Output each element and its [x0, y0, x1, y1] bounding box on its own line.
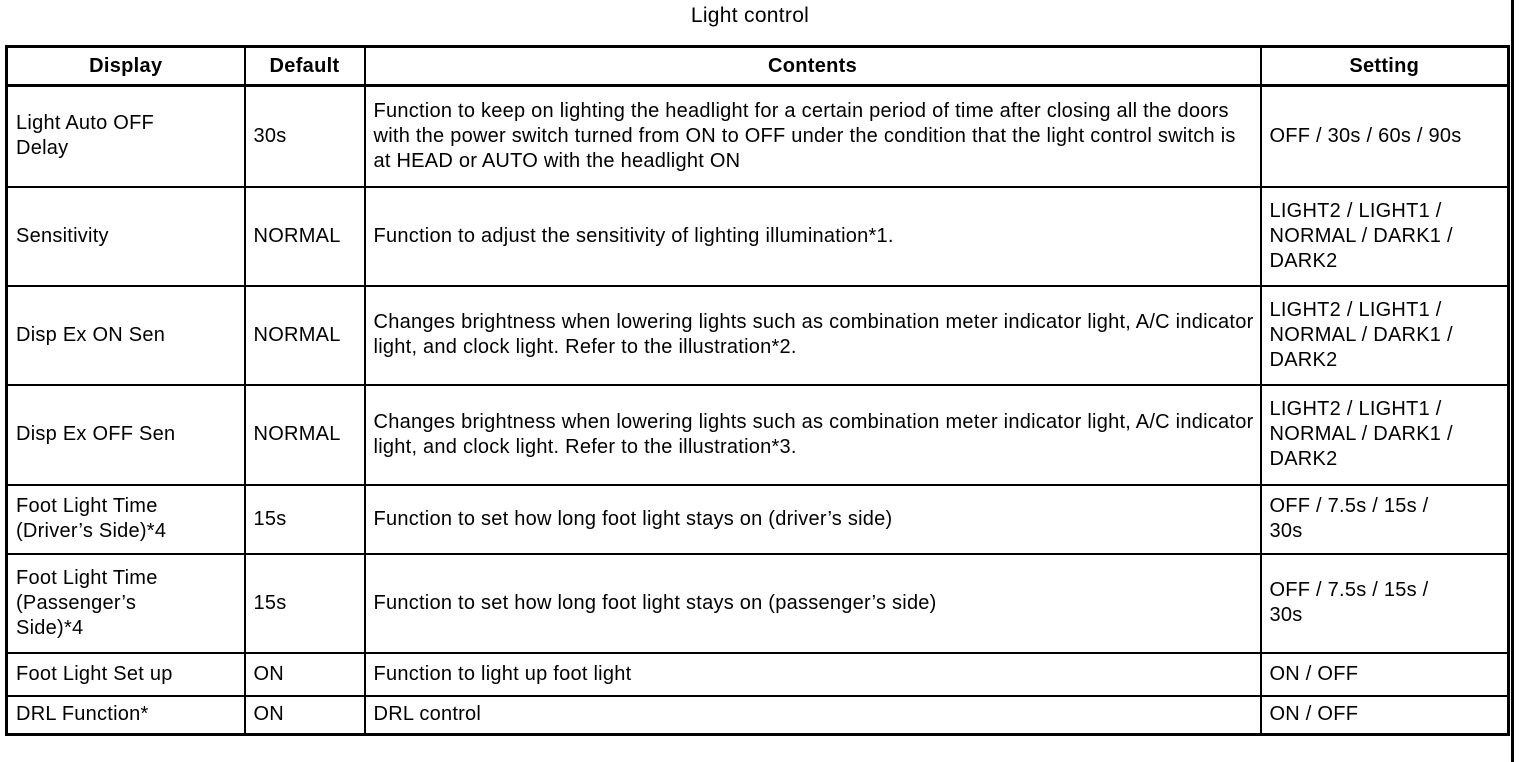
cell-default: 30s — [243, 84, 366, 188]
cell-default: 15s — [243, 552, 366, 654]
cell-default: ON — [243, 694, 366, 736]
light-control-table: Display Default Contents Setting Light A… — [5, 45, 1510, 736]
cell-display: Foot Light Time (Driver’s Side)*4 — [5, 483, 246, 555]
page-title: Light control — [690, 4, 810, 27]
column-header-contents: Contents — [363, 45, 1262, 87]
table-body: Light Auto OFF Delay 30s Function to kee… — [5, 84, 1510, 736]
cell-default: NORMAL — [243, 383, 366, 486]
table-row: Foot Light Time (Passenger’s Side)*4 15s… — [5, 552, 1510, 654]
table-row: DRL Function* ON DRL control ON / OFF — [5, 694, 1510, 736]
cell-contents: Function to keep on lighting the headlig… — [363, 84, 1262, 188]
table-row: Foot Light Time (Driver’s Side)*4 15s Fu… — [5, 483, 1510, 555]
page-right-edge-line — [1511, 0, 1514, 762]
cell-display: Foot Light Time (Passenger’s Side)*4 — [5, 552, 246, 654]
cell-setting: LIGHT2 / LIGHT1 / NORMAL / DARK1 / DARK2 — [1259, 383, 1510, 486]
cell-contents: Changes brightness when lowering lights … — [363, 284, 1262, 386]
cell-contents: Changes brightness when lowering lights … — [363, 383, 1262, 486]
table-row: Disp Ex OFF Sen NORMAL Changes brightnes… — [5, 383, 1510, 486]
column-header-default: Default — [243, 45, 366, 87]
cell-setting: ON / OFF — [1259, 651, 1510, 697]
cell-setting: OFF / 30s / 60s / 90s — [1259, 84, 1510, 188]
cell-display: Disp Ex ON Sen — [5, 284, 246, 386]
cell-setting: LIGHT2 / LIGHT1 / NORMAL / DARK1 / DARK2 — [1259, 185, 1510, 287]
cell-contents: Function to set how long foot light stay… — [363, 552, 1262, 654]
cell-setting: LIGHT2 / LIGHT1 / NORMAL / DARK1 / DARK2 — [1259, 284, 1510, 386]
cell-default: NORMAL — [243, 185, 366, 287]
table-header-row: Display Default Contents Setting — [5, 45, 1510, 87]
cell-setting: OFF / 7.5s / 15s / 30s — [1259, 483, 1510, 555]
cell-setting: ON / OFF — [1259, 694, 1510, 736]
column-header-display: Display — [5, 45, 246, 87]
cell-contents: Function to light up foot light — [363, 651, 1262, 697]
cell-display: DRL Function* — [5, 694, 246, 736]
table-row: Light Auto OFF Delay 30s Function to kee… — [5, 84, 1510, 188]
cell-display: Disp Ex OFF Sen — [5, 383, 246, 486]
cell-setting: OFF / 7.5s / 15s / 30s — [1259, 552, 1510, 654]
cell-display: Light Auto OFF Delay — [5, 84, 246, 188]
table-row: Foot Light Set up ON Function to light u… — [5, 651, 1510, 697]
cell-default: ON — [243, 651, 366, 697]
cell-display: Foot Light Set up — [5, 651, 246, 697]
cell-default: NORMAL — [243, 284, 366, 386]
cell-contents: DRL control — [363, 694, 1262, 736]
cell-contents: Function to adjust the sensitivity of li… — [363, 185, 1262, 287]
table-row: Disp Ex ON Sen NORMAL Changes brightness… — [5, 284, 1510, 386]
cell-default: 15s — [243, 483, 366, 555]
cell-display: Sensitivity — [5, 185, 246, 287]
table-row: Sensitivity NORMAL Function to adjust th… — [5, 185, 1510, 287]
cell-contents: Function to set how long foot light stay… — [363, 483, 1262, 555]
column-header-setting: Setting — [1259, 45, 1510, 87]
